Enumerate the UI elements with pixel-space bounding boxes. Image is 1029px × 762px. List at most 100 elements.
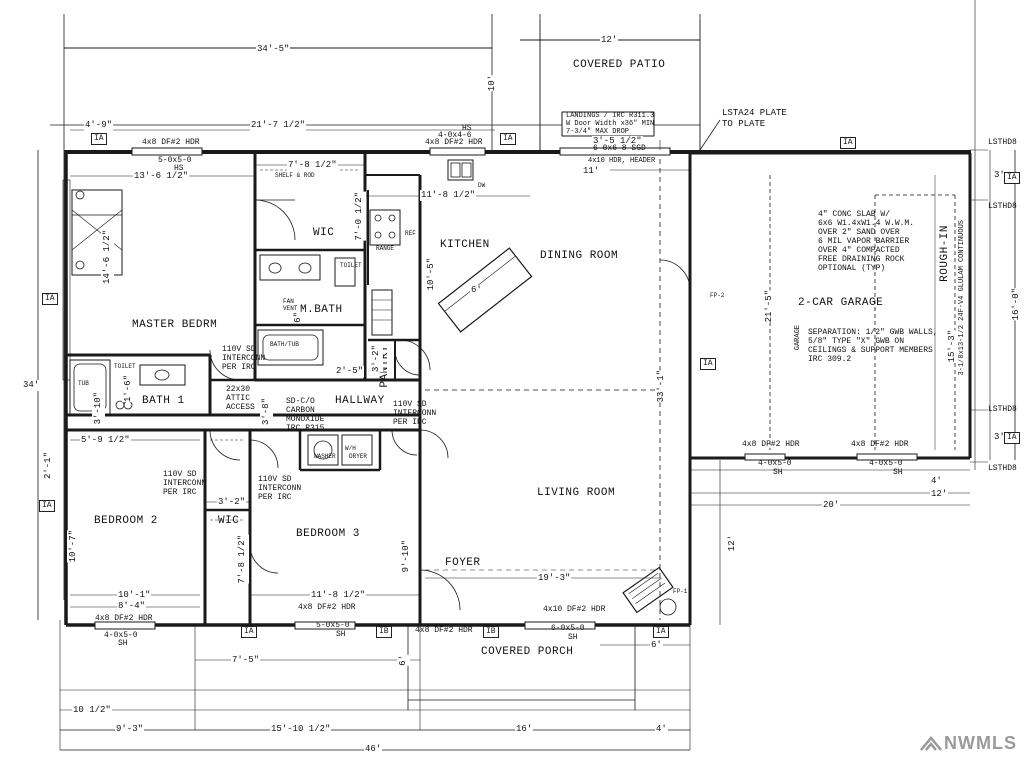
smoke-bed2-line-1: 110V SD: [163, 470, 197, 479]
window-bed3: 5-0x5-0: [316, 621, 350, 630]
co-line-2: CARBON: [286, 406, 315, 415]
tag-ia-6: IA: [39, 500, 55, 512]
room-label-garage: 2-CAR GARAGE: [798, 297, 884, 309]
window-bed2: 4-0x5-0: [104, 631, 138, 640]
nwmls-watermark: NWMLS: [920, 733, 1017, 754]
header-label-foyer: 4x8 DF#2 HDR: [415, 626, 473, 635]
tag-ia-7: IA: [241, 626, 257, 638]
dim-master-depth: 14'-6 1/2": [101, 230, 114, 285]
dim-m-bath-6: 6": [292, 312, 305, 323]
dim-master-width: 13'-6 1/2": [133, 171, 190, 182]
smoke-bed3-line-2: INTERCONN: [258, 484, 302, 493]
dim-porch-6: 6': [650, 640, 663, 651]
dim-closet-width: 3'-2": [217, 497, 247, 508]
separation-line-3: CEILINGS & SUPPORT MEMBERS: [808, 346, 933, 355]
room-label-living-room: LIVING ROOM: [537, 487, 616, 499]
smoke-bed3-line-1: 110V SD: [258, 475, 292, 484]
dim-left-seg: 4'-9": [84, 120, 114, 131]
separation-line-1: SEPARATION: 1/2" GWB WALLS,: [808, 328, 938, 337]
attic-note: 22x30 ATTIC ACCESS: [226, 385, 255, 412]
window-kitchen: 4-0x4-6: [438, 131, 472, 140]
lsta24-line-1: LSTA24 PLATE: [722, 108, 787, 118]
bath-1-tub-label: TUB: [78, 380, 89, 387]
dim-left-10: 10 1/2": [72, 705, 112, 716]
room-label-foyer: FOYER: [445, 557, 481, 569]
header-label-bed2: 4x8 DF#2 HDR: [95, 614, 153, 623]
window-living-type: SH: [568, 633, 578, 642]
co-note: SD-C/O CARBON MONOXIDE IRC R315: [286, 397, 324, 433]
header-label-master: 4x8 DF#2 HDR: [142, 138, 200, 147]
room-label-kitchen: KITCHEN: [440, 239, 490, 251]
window-garage-1: 4-0x5-0: [758, 459, 792, 468]
vent-label: VENT: [283, 305, 298, 312]
dim-bottom-15: 15'-10 1/2": [270, 724, 332, 735]
window-master: 5-0x5-0: [158, 156, 192, 165]
header-label-living: 4x10 DF#2 HDR: [543, 605, 606, 614]
dim-kitchen-11: 11': [582, 166, 601, 177]
smoke-master-line-3: PER IRC: [222, 363, 256, 372]
dim-garage-12: 12': [930, 489, 949, 500]
smoke-hall-line-3: PER IRC: [393, 418, 427, 427]
dim-wic-width: 7'-8 1/2": [287, 160, 338, 171]
room-label-master-bath: M.BATH: [300, 304, 343, 316]
dim-bottom-4: 4': [655, 724, 668, 735]
window-bed3-type: SH: [336, 630, 346, 639]
tag-ib-1: IB: [376, 626, 392, 638]
master-tub-label: BATH/TUB: [270, 341, 299, 348]
attic-line-2: ATTIC: [226, 394, 251, 403]
tag-ia-9: IA: [1004, 172, 1020, 184]
co-line-3: MONOXIDE: [286, 415, 325, 424]
tag-ia-4: IA: [42, 293, 58, 305]
tag-ia-10: IA: [1004, 432, 1020, 444]
dim-bed3-depth: 9'-10": [400, 540, 413, 573]
smoke-master-line-2: INTERCONN: [222, 354, 266, 363]
smoke-note-hall: 110V SD INTERCONN PER IRC: [393, 400, 436, 427]
dim-bath-1-6: 1'-6": [122, 375, 135, 403]
smoke-note-bed2: 110V SD INTERCONN PER IRC: [163, 470, 206, 497]
dim-pantry-depth: 3'-2": [370, 345, 383, 373]
slab-line-5: OVER 4" COMPACTED: [818, 246, 900, 255]
washer-label: WASHER: [314, 453, 336, 460]
dim-bottom-overall: 46': [364, 744, 383, 755]
lsthd8-label-2: LSTHD8: [988, 202, 1017, 211]
separation-note: SEPARATION: 1/2" GWB WALLS, 5/8" TYPE "X…: [808, 328, 938, 364]
fireplace-label: FP-1: [673, 588, 688, 595]
window-living: 6-0x5-0: [551, 624, 585, 633]
smoke-note-bed3: 110V SD INTERCONN PER IRC: [258, 475, 301, 502]
slab-line-6: FREE DRAINING ROCK: [818, 255, 905, 264]
dim-porch-7: 7'-5": [231, 655, 261, 666]
separation-line-2: 5/8" TYPE "X" GWB ON: [808, 337, 905, 346]
slab-line-2: 6x6 W1.4xW1.4 W.W.M.: [818, 219, 915, 228]
fireplace-label-2: FP-2: [710, 292, 725, 299]
room-label-rough-in: ROUGH-IN: [939, 225, 951, 282]
dim-wic-depth-2: 7'-8 1/2": [236, 535, 249, 584]
window-patio-door: 6-0x6-8 SGD: [593, 144, 646, 153]
dim-wic-depth: 7'-0 1/2": [353, 192, 366, 241]
room-label-bedroom-3: BEDROOM 3: [296, 528, 360, 540]
slab-line-7: OPTIONAL (TYP): [818, 264, 886, 273]
lsta24-note: LSTA24 PLATE TO PLATE: [722, 108, 787, 130]
landings-line-2: 7-3/4" MAX DROP: [566, 128, 630, 136]
slab-line-4: 6 MIL VAPOR BARRIER: [818, 237, 910, 246]
water-heater-label: W/H: [345, 445, 356, 452]
dim-bed3-width: 11'-8 1/2": [310, 590, 367, 601]
dishwasher-label: DW: [478, 182, 486, 189]
fan-label: FAN: [283, 298, 294, 305]
slab-line-1: 4" CONC SLAB W/: [818, 210, 891, 219]
smoke-hall-line-1: 110V SD: [393, 400, 427, 409]
room-label-dining-room: DINING ROOM: [540, 250, 619, 262]
tag-ib-2: IB: [483, 626, 499, 638]
attic-line-3: ACCESS: [226, 403, 255, 412]
header-label-garage-2: 4x8 DF#2 HDR: [851, 440, 909, 449]
dim-bottom-16: 16': [515, 724, 534, 735]
dim-lane-3b: 3': [993, 432, 1006, 443]
glulam-note: 3-1/8x13-1/2 24F-V4 GLULAM CONTINUOUS: [958, 220, 966, 376]
dim-porch-12: 12': [726, 535, 739, 552]
dim-bottom-9: 9'-3": [115, 724, 145, 735]
dim-garage-depth: 21'-5": [763, 290, 776, 323]
slab-line-3: OVER 2" SAND OVER: [818, 228, 900, 237]
dim-bed2-offset: 2'-1": [42, 452, 55, 480]
dim-garage-16: 16'-0": [1010, 288, 1023, 321]
header-label-garage-1: 4x8 DF#2 HDR: [742, 440, 800, 449]
